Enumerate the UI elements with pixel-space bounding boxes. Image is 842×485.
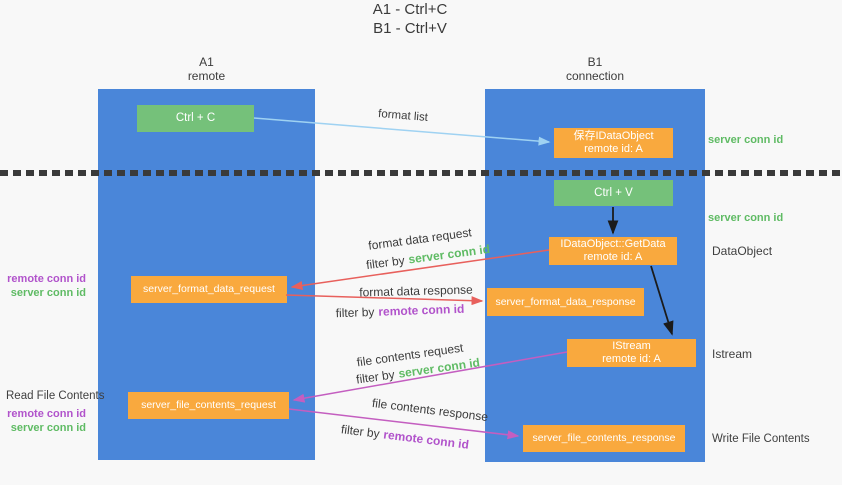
istream-line2: remote id: A	[602, 353, 661, 365]
getdata-line2: remote id: A	[583, 251, 643, 263]
read-file-contents-label: Read File Contents	[6, 390, 105, 402]
left-column-role: remote	[187, 69, 226, 83]
server-format-data-response-label: server_format_data_response	[495, 295, 636, 308]
remote-conn-id-label: remote conn id	[7, 408, 86, 420]
left-conn-ids-format: remote conn id server conn id	[0, 272, 86, 300]
left-column-header: A1 remote	[98, 55, 315, 83]
getdata-line1: IDataObject::GetData	[560, 238, 666, 250]
right-column-role: connection	[565, 69, 625, 83]
remote-conn-id-text: remote conn id	[382, 427, 470, 452]
istream-line1: IStream	[612, 340, 651, 352]
filter-by-text: filter by	[335, 304, 375, 321]
server-file-contents-response-label: server_file_contents_response	[532, 432, 676, 444]
file-contents-response-label: file contents response	[371, 395, 489, 425]
left-column-name: A1	[199, 55, 214, 69]
diagram-title: A1 - Ctrl+C B1 - Ctrl+V	[0, 0, 820, 38]
istream-box: IStream remote id: A	[567, 339, 696, 367]
idataobject-getdata-box: IDataObject::GetData remote id: A	[549, 237, 677, 265]
title-line-2: B1 - Ctrl+V	[373, 20, 447, 37]
save-dataobject-box: 保存IDataObject remote id: A	[554, 128, 673, 158]
server-format-data-response-box: server_format_data_response	[487, 288, 644, 316]
title-line-1: A1 - Ctrl+C	[372, 1, 448, 18]
ctrl-c-label: Ctrl + C	[175, 112, 216, 124]
right-column-name: B1	[587, 55, 603, 69]
remote-conn-id-label: remote conn id	[7, 273, 86, 285]
ctrl-v-box: Ctrl + V	[554, 180, 673, 206]
ctrl-c-box: Ctrl + C	[137, 105, 254, 132]
server-conn-id-label-mid: server conn id	[708, 212, 784, 224]
write-file-contents-label: Write File Contents	[712, 433, 810, 445]
filter-by-text: filter by	[365, 253, 406, 273]
server-file-contents-response-box: server_file_contents_response	[523, 425, 685, 452]
dotted-separator-line	[0, 170, 842, 176]
filter-by-text: filter by	[355, 367, 396, 387]
format-data-response-label: format data response	[359, 282, 473, 300]
remote-conn-id-text: remote conn id	[378, 301, 465, 319]
ctrl-v-label: Ctrl + V	[594, 186, 633, 199]
left-conn-ids-file: remote conn id server conn id	[0, 407, 86, 435]
server-file-contents-request-box: server_file_contents_request	[128, 392, 289, 419]
server-conn-id-label: server conn id	[10, 287, 86, 299]
filter-by-text: filter by	[340, 422, 381, 441]
dataobject-label: DataObject	[712, 244, 773, 258]
istream-side-label: Istream	[712, 347, 753, 361]
server-format-data-request-label: server_format_data_request	[143, 283, 275, 295]
right-column-header: B1 connection	[485, 55, 705, 83]
server-conn-id-label-top: server conn id	[708, 134, 784, 146]
save-dataobject-line1: 保存IDataObject	[573, 130, 654, 142]
server-conn-id-label: server conn id	[10, 422, 86, 434]
server-file-contents-request-label: server_file_contents_request	[141, 399, 276, 411]
server-format-data-request-box: server_format_data_request	[131, 276, 287, 303]
format-list-label: format list	[377, 108, 429, 124]
save-dataobject-line2: remote id: A	[584, 143, 643, 155]
